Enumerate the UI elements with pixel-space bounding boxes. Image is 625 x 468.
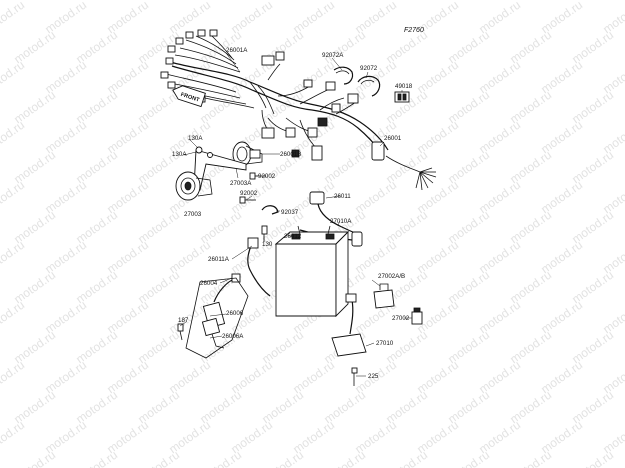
cable-26011A bbox=[247, 237, 271, 297]
label-27010: 27010 bbox=[376, 340, 394, 347]
label-92002-b: 92002 bbox=[240, 190, 258, 197]
label-130: 130 bbox=[262, 241, 273, 248]
label-187: 187 bbox=[178, 317, 189, 324]
battery-26012 bbox=[274, 225, 350, 318]
unit-27010 bbox=[331, 293, 367, 357]
diagram-code: F2760 bbox=[404, 27, 424, 34]
label-26012: 26012 bbox=[284, 233, 302, 240]
label-26004: 26004 bbox=[200, 280, 218, 287]
front-direction-arrow: FRONT bbox=[172, 85, 206, 108]
label-27010A: 27010A bbox=[330, 218, 352, 225]
relay-27002AB bbox=[373, 283, 395, 309]
bolt-92002-b bbox=[239, 196, 256, 204]
bolt-130 bbox=[261, 225, 268, 242]
main-wiring-harness bbox=[165, 33, 437, 191]
label-26001B: 26001B bbox=[280, 151, 301, 158]
front-arrow-label: FRONT bbox=[180, 92, 201, 104]
label-130A-top: 130A bbox=[188, 135, 203, 142]
connector-49018 bbox=[394, 91, 410, 103]
label-26001: 26001 bbox=[384, 135, 402, 142]
screw-225 bbox=[351, 367, 358, 386]
label-92037: 92037 bbox=[281, 209, 299, 216]
label-26011: 26011 bbox=[334, 193, 351, 200]
label-27003A: 27003A bbox=[230, 180, 252, 187]
band-92072A bbox=[333, 66, 354, 85]
cable-26011 bbox=[309, 191, 363, 237]
label-130A-left: 130A bbox=[172, 151, 187, 158]
label-49018: 49018 bbox=[395, 83, 413, 90]
relay-27002 bbox=[411, 307, 423, 325]
label-26006: 26006 bbox=[226, 310, 244, 317]
relay-bracket-group bbox=[185, 277, 249, 359]
part-labels: 26001A 92072A 92072 49018 26001 130A 130… bbox=[172, 47, 413, 380]
label-26001A: 26001A bbox=[226, 47, 248, 54]
label-27003: 27003 bbox=[184, 211, 202, 218]
label-26011A: 26011A bbox=[208, 256, 230, 263]
label-92072: 92072 bbox=[360, 65, 378, 72]
label-26006A: 26006A bbox=[222, 333, 244, 340]
horn-27003 bbox=[175, 171, 213, 201]
label-92072A: 92072A bbox=[322, 52, 344, 59]
leader-lines bbox=[179, 52, 412, 377]
label-92002-a: 92002 bbox=[258, 173, 276, 180]
band-92072 bbox=[357, 75, 381, 97]
clamp-92037 bbox=[261, 205, 279, 215]
label-27002AB: 27002A/B bbox=[378, 273, 405, 280]
label-27002: 27002 bbox=[392, 315, 410, 322]
bolt-187 bbox=[177, 323, 184, 341]
label-225: 225 bbox=[368, 373, 379, 380]
